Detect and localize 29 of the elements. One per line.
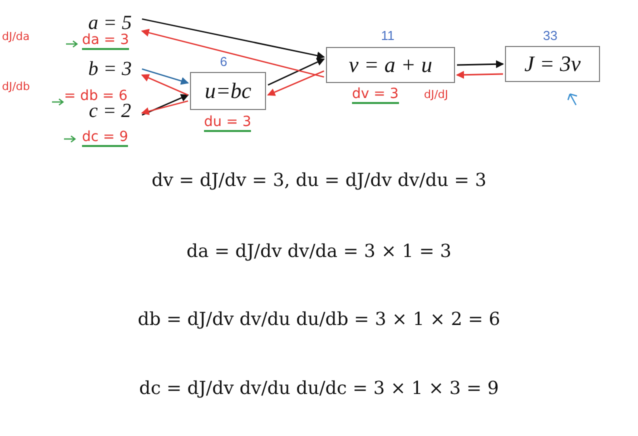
equation: dv = dJ/dv = 3, du = dJ/dv dv/du = 3 (150, 170, 488, 191)
formula-box: J = 3v (505, 46, 600, 82)
handwritten-note: da = 3 (82, 32, 130, 50)
arrow (267, 70, 324, 96)
value-label: 6 (220, 54, 228, 69)
formula-box: u=bc (190, 72, 266, 110)
arrow (141, 74, 188, 96)
arrow (141, 28, 324, 78)
arrow (456, 60, 504, 68)
variable-text: b = 3 (80, 58, 140, 80)
equation: db = dJ/dv dv/du du/db = 3 × 1 × 2 = 6 (136, 309, 502, 330)
arrow (142, 68, 189, 85)
arrow (142, 18, 325, 60)
handwritten-note: dc = 9 (82, 129, 128, 147)
equation: dc = dJ/dv dv/du du/dc = 3 × 1 × 3 = 9 (138, 378, 500, 399)
arrow (268, 58, 325, 86)
arrow (142, 94, 189, 116)
value-label: 33 (543, 28, 558, 43)
value-label: 11 (381, 28, 394, 43)
handwritten-note: dJ/db (2, 80, 30, 93)
arrow (456, 70, 504, 79)
variable-text: a = 5 (80, 12, 140, 34)
handwritten-note: dJ/dJ (424, 88, 448, 101)
handwritten-note: dv = 3 (352, 86, 399, 104)
handwritten-note: du = 3 (204, 114, 252, 132)
equation: da = dJ/dv dv/da = 3 × 1 = 3 (186, 241, 452, 262)
arrow (141, 100, 188, 116)
formula-box: v = a + u (326, 47, 455, 83)
handwritten-note: dJ/da (2, 30, 30, 43)
